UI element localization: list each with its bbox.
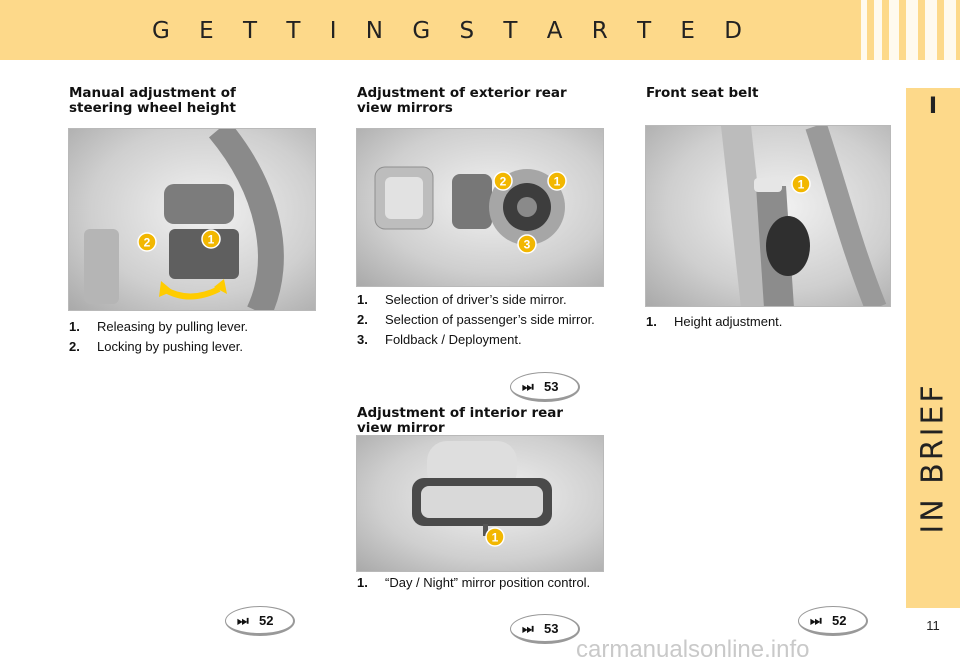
watermark: carmanualsonline.info (576, 636, 810, 663)
list-item: 1.“Day / Night” mirror position control. (357, 575, 591, 590)
callout-3: 3 (517, 234, 537, 254)
list-item: 1.Height adjustment. (646, 314, 783, 329)
page-ref-interior-mirror[interactable]: ⏭ 53 (510, 614, 580, 644)
forward-arrows-icon: ⏭ (810, 613, 822, 628)
callout-1: 1 (485, 527, 505, 547)
callout-1: 1 (547, 171, 567, 191)
list-item: 1.Selection of driver’s side mirror. (357, 292, 567, 307)
svg-text:2: 2 (144, 236, 151, 250)
page-number: 11 (926, 618, 940, 633)
header-stripes (861, 0, 956, 60)
svg-text:2: 2 (500, 175, 507, 189)
steering-list: 1.Releasing by pulling lever. 2.Locking … (69, 320, 314, 360)
forward-arrows-icon: ⏭ (522, 379, 534, 394)
svg-text:1: 1 (798, 178, 805, 192)
forward-arrows-icon: ⏭ (237, 613, 249, 628)
seat-belt-heading: Front seat belt (646, 85, 759, 101)
interior-mirror-list: 1.“Day / Night” mirror position control. (357, 576, 602, 596)
list-item: 3.Foldback / Deployment. (357, 332, 522, 347)
list-item: 2.Selection of passenger’s side mirror. (357, 312, 595, 327)
callout-2: 2 (493, 171, 513, 191)
list-item: 1.Releasing by pulling lever. (69, 319, 249, 334)
page-title: G E T T I N G S T A R T E D (152, 18, 753, 44)
page-ref-exterior-mirror[interactable]: ⏭ 53 (510, 372, 580, 402)
exterior-mirror-photo: 2 1 3 (356, 128, 604, 287)
seat-belt-list: 1.Height adjustment. (646, 315, 891, 335)
side-tab: I IN BRIEF (906, 88, 960, 608)
interior-mirror-heading: Adjustment of interior rear view mirror (357, 405, 564, 436)
list-item: 2.Locking by pushing lever. (69, 339, 243, 354)
chapter-label: IN BRIEF (915, 382, 951, 534)
forward-arrows-icon: ⏭ (522, 621, 534, 636)
callout-2: 2 (137, 232, 157, 252)
steering-heading: Manual adjustment of steering wheel heig… (69, 85, 236, 116)
chapter-number: I (928, 94, 938, 119)
interior-mirror-photo: 1 (356, 435, 604, 572)
steering-photo: 1 2 (68, 128, 316, 311)
svg-text:3: 3 (524, 238, 531, 252)
page-ref-seat-belt[interactable]: ⏭ 52 (798, 606, 868, 636)
seat-belt-photo: 1 (645, 125, 891, 307)
page-ref-steering[interactable]: ⏭ 52 (225, 606, 295, 636)
svg-text:1: 1 (492, 531, 499, 545)
svg-text:1: 1 (208, 233, 215, 247)
header-band: G E T T I N G S T A R T E D (0, 0, 960, 60)
svg-text:1: 1 (554, 175, 561, 189)
exterior-mirror-list: 1.Selection of driver’s side mirror. 2.S… (357, 293, 602, 353)
callout-1: 1 (791, 174, 811, 194)
exterior-mirror-heading: Adjustment of exterior rear view mirrors (357, 85, 567, 116)
callout-1: 1 (201, 229, 221, 249)
